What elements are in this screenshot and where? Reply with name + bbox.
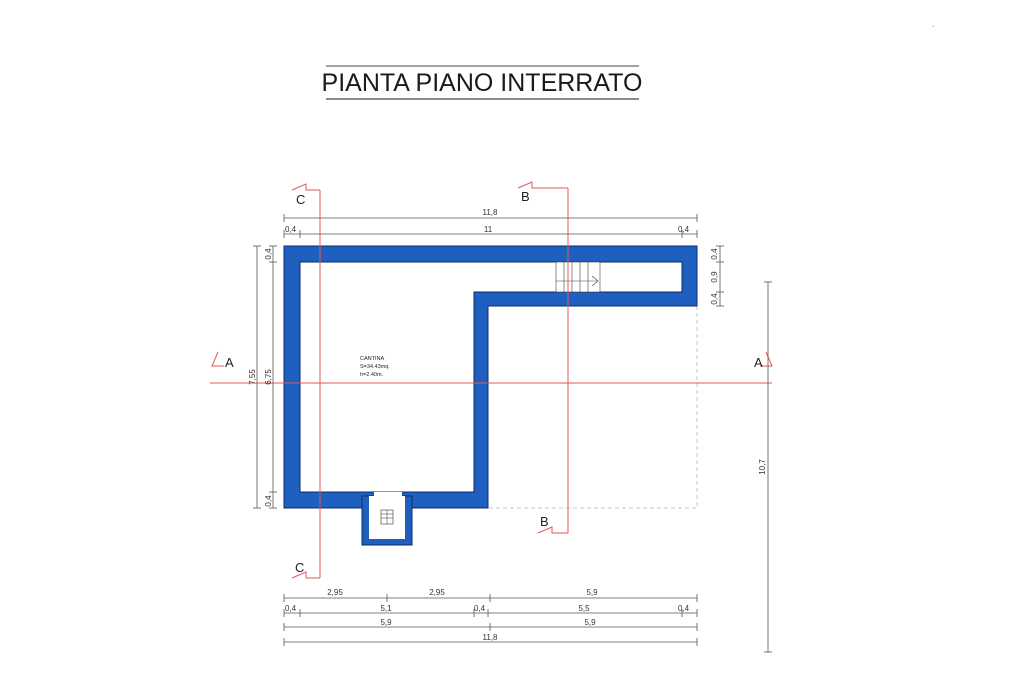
dim-right-corridor: 0,9 — [710, 271, 719, 283]
section-line-c — [291, 183, 321, 579]
basement-walls — [283, 245, 698, 509]
dim-bottom-r3-b: 5,9 — [584, 618, 596, 627]
dim-bottom-r3-a: 5,9 — [380, 618, 392, 627]
dim-bottom-r1-c: 5,9 — [586, 588, 598, 597]
room-height: h=2.40m. — [360, 372, 384, 378]
bottom-dimensions — [283, 594, 698, 646]
dim-bottom-r2-d: 5,5 — [578, 604, 590, 613]
dim-bottom-r2-b: 5,1 — [380, 604, 392, 613]
dim-left-inner: 6,75 — [264, 369, 273, 385]
dim-bottom-r2-e: 0,4 — [678, 604, 690, 613]
dim-bottom-r1-b: 2,95 — [429, 588, 445, 597]
dim-top-overall: 11,8 — [483, 208, 499, 217]
top-dimensions — [283, 214, 698, 238]
dim-left-overall: 7,55 — [248, 369, 257, 385]
dim-top-wall-right: 0,4 — [678, 225, 690, 234]
room-name: CANTINA — [360, 356, 384, 362]
dim-top-wall-left: 0,4 — [285, 225, 297, 234]
left-dimensions — [253, 245, 277, 509]
right-dimensions — [716, 245, 772, 653]
section-line-b — [517, 181, 569, 534]
light-well — [361, 492, 413, 546]
staircase — [555, 261, 601, 293]
dim-top-inner: 11 — [484, 225, 493, 234]
section-label-b-top: B — [521, 189, 530, 204]
dim-right-total: 10,7 — [758, 459, 767, 475]
section-label-a-left: A — [225, 355, 234, 370]
corner-mark: ` — [932, 25, 935, 34]
room-surface: S=34.43mq. — [360, 364, 390, 370]
section-label-c-top: C — [296, 192, 305, 207]
dim-left-wall-bottom: 0,4 — [264, 495, 273, 507]
dim-left-wall-top: 0,4 — [264, 248, 273, 260]
dim-right-wall-bottom: 0,4 — [710, 293, 719, 305]
dim-bottom-r1-a: 2,95 — [327, 588, 343, 597]
section-label-a-right: A — [754, 355, 763, 370]
dim-bottom-r4: 11,8 — [483, 633, 499, 642]
upper-floor-outline — [488, 306, 698, 509]
section-label-c-bottom: C — [295, 560, 304, 575]
dim-bottom-r2-c: 0,4 — [474, 604, 486, 613]
dim-bottom-r2-a: 0,4 — [285, 604, 297, 613]
plan-title: PIANTA PIANO INTERRATO — [322, 69, 643, 97]
dim-right-wall-top: 0,4 — [710, 248, 719, 260]
section-label-b-bottom: B — [540, 514, 549, 529]
